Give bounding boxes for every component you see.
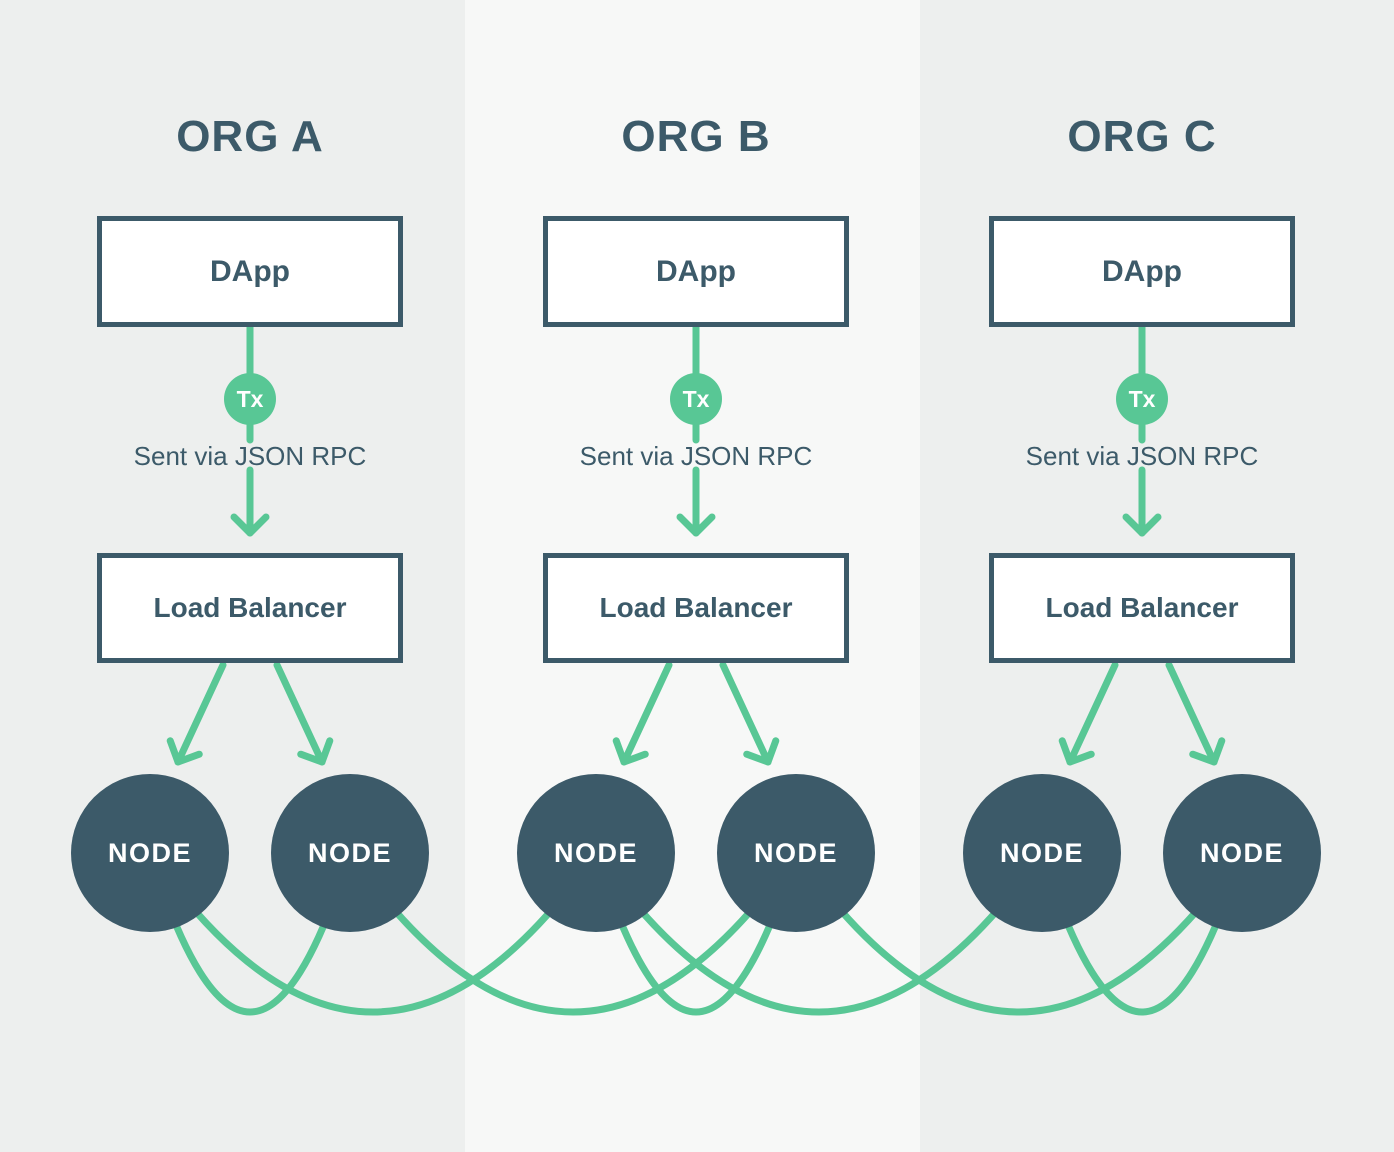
lb-to-node-arrow (719, 661, 780, 766)
lb-to-node-arrow (1165, 661, 1226, 766)
node-mesh-link (792, 849, 1246, 1016)
lb-to-node-arrow (273, 661, 334, 766)
node-mesh-link (1038, 849, 1246, 1016)
node-mesh-link (592, 849, 800, 1016)
lb-to-node-arrow (612, 661, 673, 766)
lb-to-node-arrow (1058, 661, 1119, 766)
lb-to-node-arrow (166, 661, 227, 766)
node-mesh-link (146, 849, 600, 1016)
node-mesh-link (146, 849, 354, 1016)
